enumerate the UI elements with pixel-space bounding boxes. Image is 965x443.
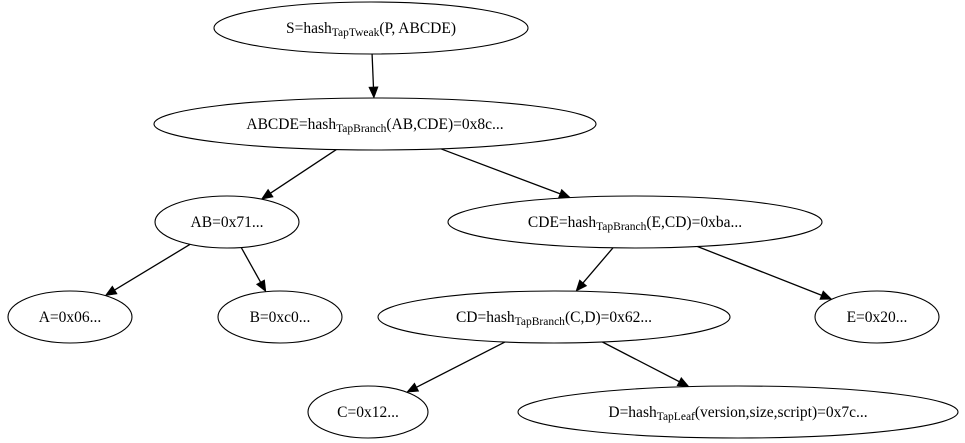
node-e[interactable]: E=0x20... — [814, 290, 940, 344]
edge-abcde-to-cde — [440, 148, 561, 195]
node-s[interactable]: S=hashTapTweak(P, ABCDE) — [213, 1, 529, 55]
node-cde[interactable]: CDE=hashTapBranch(E,CD)=0xba... — [447, 195, 823, 249]
node-d[interactable]: D=hashTapLeaf(version,size,script)=0x7c.… — [517, 385, 959, 439]
node-b-label: B=0xc0... — [250, 309, 311, 326]
edge-ab-to-b — [240, 247, 262, 283]
node-a[interactable]: A=0x06... — [7, 290, 133, 344]
node-c-shape[interactable] — [307, 385, 429, 439]
edge-abcde-to-ab-arrowhead — [260, 188, 274, 200]
edge-cd-to-d-arrowhead — [676, 376, 690, 388]
edge-cde-to-cd-arrowhead — [575, 279, 588, 292]
edge-cd-to-d — [602, 341, 680, 383]
node-cde-shape[interactable] — [447, 195, 823, 249]
node-ab-shape[interactable] — [154, 195, 300, 249]
node-e-shape[interactable] — [814, 290, 940, 344]
edge-abcde-to-cde-arrowhead — [557, 188, 572, 199]
node-cde-label: CDE=hashTapBranch(E,CD)=0xba... — [528, 214, 742, 233]
edge-cd-to-c — [416, 341, 506, 388]
edge-cde-to-e-arrowhead — [819, 290, 833, 300]
edge-cd-to-c-arrowhead — [406, 382, 420, 393]
node-abcde-shape[interactable] — [153, 97, 597, 151]
node-ab-label: AB=0x71... — [191, 214, 264, 231]
edge-ab-to-a — [114, 243, 191, 291]
node-d-label: D=hashTapLeaf(version,size,script)=0x7c.… — [608, 404, 867, 423]
node-e-label: E=0x20... — [847, 309, 908, 326]
node-abcde[interactable]: ABCDE=hashTapBranch(AB,CDE)=0x8c... — [153, 97, 597, 151]
node-d-shape[interactable] — [517, 385, 959, 439]
node-cd[interactable]: CD=hashTapBranch(C,D)=0x62... — [377, 290, 731, 344]
node-cd-label: CD=hashTapBranch(C,D)=0x62... — [456, 309, 652, 328]
edge-cde-to-cd — [582, 247, 614, 284]
edge-abcde-to-ab — [270, 149, 337, 194]
edge-ab-to-b-arrowhead — [255, 279, 267, 293]
nodes-layer: S=hashTapTweak(P, ABCDE) ABCDE=hashTapBra… — [7, 1, 959, 439]
edge-cde-to-e — [697, 245, 822, 296]
node-s-label: S=hashTapTweak(P, ABCDE) — [286, 20, 456, 39]
node-c-label: C=0x12... — [337, 404, 399, 421]
node-cd-shape[interactable] — [377, 290, 731, 344]
node-b[interactable]: B=0xc0... — [217, 290, 343, 344]
node-s-shape[interactable] — [213, 1, 529, 55]
node-ab[interactable]: AB=0x71... — [154, 195, 300, 249]
node-b-shape[interactable] — [217, 290, 343, 344]
edge-ab-to-a-arrowhead — [104, 285, 118, 297]
node-c[interactable]: C=0x12... — [307, 385, 429, 439]
node-a-shape[interactable] — [7, 290, 133, 344]
node-abcde-label: ABCDE=hashTapBranch(AB,CDE)=0x8c... — [246, 116, 503, 135]
edge-s-to-abcde — [371, 53, 375, 88]
node-a-label: A=0x06... — [39, 309, 102, 326]
edges-layer — [104, 53, 833, 393]
edge-s-to-abcde-arrowhead — [368, 86, 379, 99]
